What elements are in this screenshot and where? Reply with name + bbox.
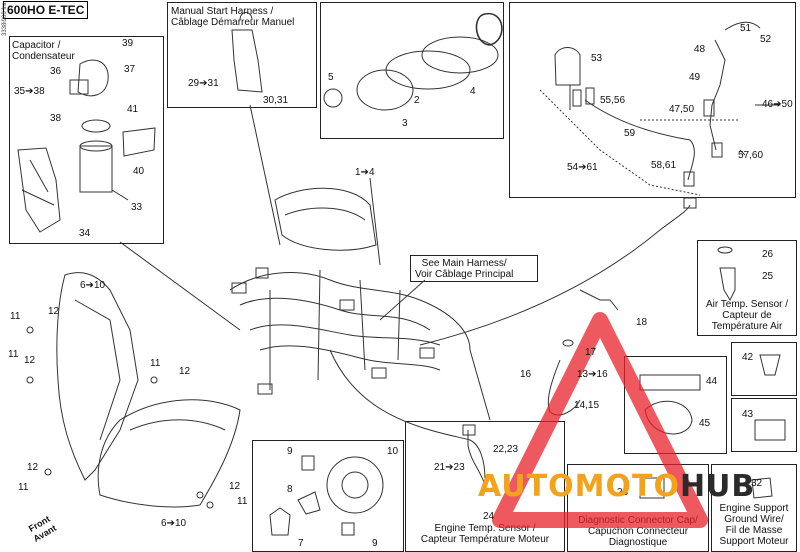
callout-44: 44 <box>706 376 718 387</box>
callout-17: 17 <box>585 347 597 358</box>
callout-29-31: 29➔31 <box>188 78 219 89</box>
callout-11-c: 11 <box>150 358 161 369</box>
callout-49: 49 <box>689 72 701 83</box>
callout-11-e: 11 <box>237 496 248 507</box>
callout-51: 51 <box>740 23 752 34</box>
callout-1-4: 1➔4 <box>355 167 375 178</box>
diagram-title: 600HO E-TEC <box>3 1 89 19</box>
callout-25: 25 <box>762 271 774 282</box>
callout-6-10-lower: 6➔10 <box>161 518 187 529</box>
callout-11-b: 11 <box>8 349 19 360</box>
callout-26: 26 <box>762 249 774 260</box>
callout-3: 3 <box>402 118 408 129</box>
callout-37: 37 <box>124 64 136 75</box>
callout-2: 2 <box>414 95 420 106</box>
callout-13-16: 13➔16 <box>577 369 608 380</box>
callout-59: 59 <box>624 128 636 139</box>
callout-7: 7 <box>298 538 304 549</box>
bulb-box <box>252 440 404 552</box>
callout-33: 33 <box>131 202 143 213</box>
watermark-left: AUTOMOTO <box>478 469 680 504</box>
callout-12-d: 12 <box>27 462 39 473</box>
callout-34: 34 <box>79 228 91 239</box>
callout-58-61: 58,61 <box>651 160 677 171</box>
main-harness-caption: See Main Harness/ Voir Câblage Principal <box>415 258 514 280</box>
engine-support-caption: Engine Support Ground Wire/ Fil de Masse… <box>719 503 789 547</box>
callout-5: 5 <box>328 72 334 83</box>
capacitor-box: Capacitor / Condensateur <box>9 36 164 244</box>
callout-46-50: 46➔50 <box>762 99 793 110</box>
callout-36: 36 <box>50 66 62 77</box>
engine-support-box: Engine Support Ground Wire/ Fil de Masse… <box>711 464 797 552</box>
callout-52: 52 <box>760 34 772 45</box>
callout-4: 4 <box>470 86 476 97</box>
callout-38: 38 <box>50 113 62 124</box>
watermark-triangle <box>492 312 708 528</box>
watermark-text: AUTOMOTOHUB <box>478 469 755 504</box>
callout-9-top: 9 <box>287 446 293 457</box>
callout-11-a: 11 <box>10 311 21 322</box>
callout-22-23: 22,23 <box>493 444 519 455</box>
callout-41: 41 <box>127 104 139 115</box>
callout-12-a: 12 <box>48 306 60 317</box>
callout-8: 8 <box>287 484 293 495</box>
main-harness-box: See Main Harness/ Voir Câblage Principal <box>410 255 538 282</box>
support-box <box>731 398 797 452</box>
callout-11-d: 11 <box>18 482 29 493</box>
gauge-box <box>320 2 504 139</box>
callout-16: 16 <box>520 369 532 380</box>
callout-6-10-upper: 6➔10 <box>80 280 106 291</box>
callout-54-61: 54➔61 <box>567 162 598 173</box>
callout-32: 32 <box>751 478 763 489</box>
manual-start-caption: Manual Start Harness / Câblage Démarreur… <box>171 6 295 28</box>
callout-9-bottom: 9 <box>372 538 378 549</box>
callout-30-31: 30,31 <box>263 95 289 106</box>
callout-55-56: 55,56 <box>600 95 626 106</box>
callout-12-c: 12 <box>179 366 191 377</box>
callout-43: 43 <box>742 409 754 420</box>
sensor-harness-box <box>509 2 796 198</box>
callout-57-60: 57,60 <box>738 150 764 161</box>
callout-18: 18 <box>636 317 648 328</box>
callout-40: 40 <box>133 166 145 177</box>
callout-24: 24 <box>483 511 495 522</box>
air-temp-caption: Air Temp. Sensor / Capteur de Températur… <box>705 299 789 332</box>
callout-53: 53 <box>591 53 603 64</box>
callout-21-23: 21➔23 <box>434 462 465 473</box>
callout-42: 42 <box>742 352 754 363</box>
callout-48: 48 <box>694 44 706 55</box>
callout-28: 28 <box>617 487 629 498</box>
callout-10: 10 <box>387 446 399 457</box>
callout-45: 45 <box>699 418 711 429</box>
air-temp-box: Air Temp. Sensor / Capteur de Températur… <box>697 240 797 336</box>
callout-12-b: 12 <box>24 355 36 366</box>
callout-14-15: 14,15 <box>574 400 600 411</box>
capacitor-caption: Capacitor / Condensateur <box>12 40 75 62</box>
callout-39: 39 <box>122 38 134 49</box>
engine-temp-caption: Engine Temp. Sensor / Capteur Températur… <box>420 523 550 545</box>
watermark-right: HUB <box>679 469 756 504</box>
callout-12-e: 12 <box>229 481 241 492</box>
callout-47-50: 47,50 <box>669 104 695 115</box>
callout-35-38: 35➔38 <box>14 86 45 97</box>
